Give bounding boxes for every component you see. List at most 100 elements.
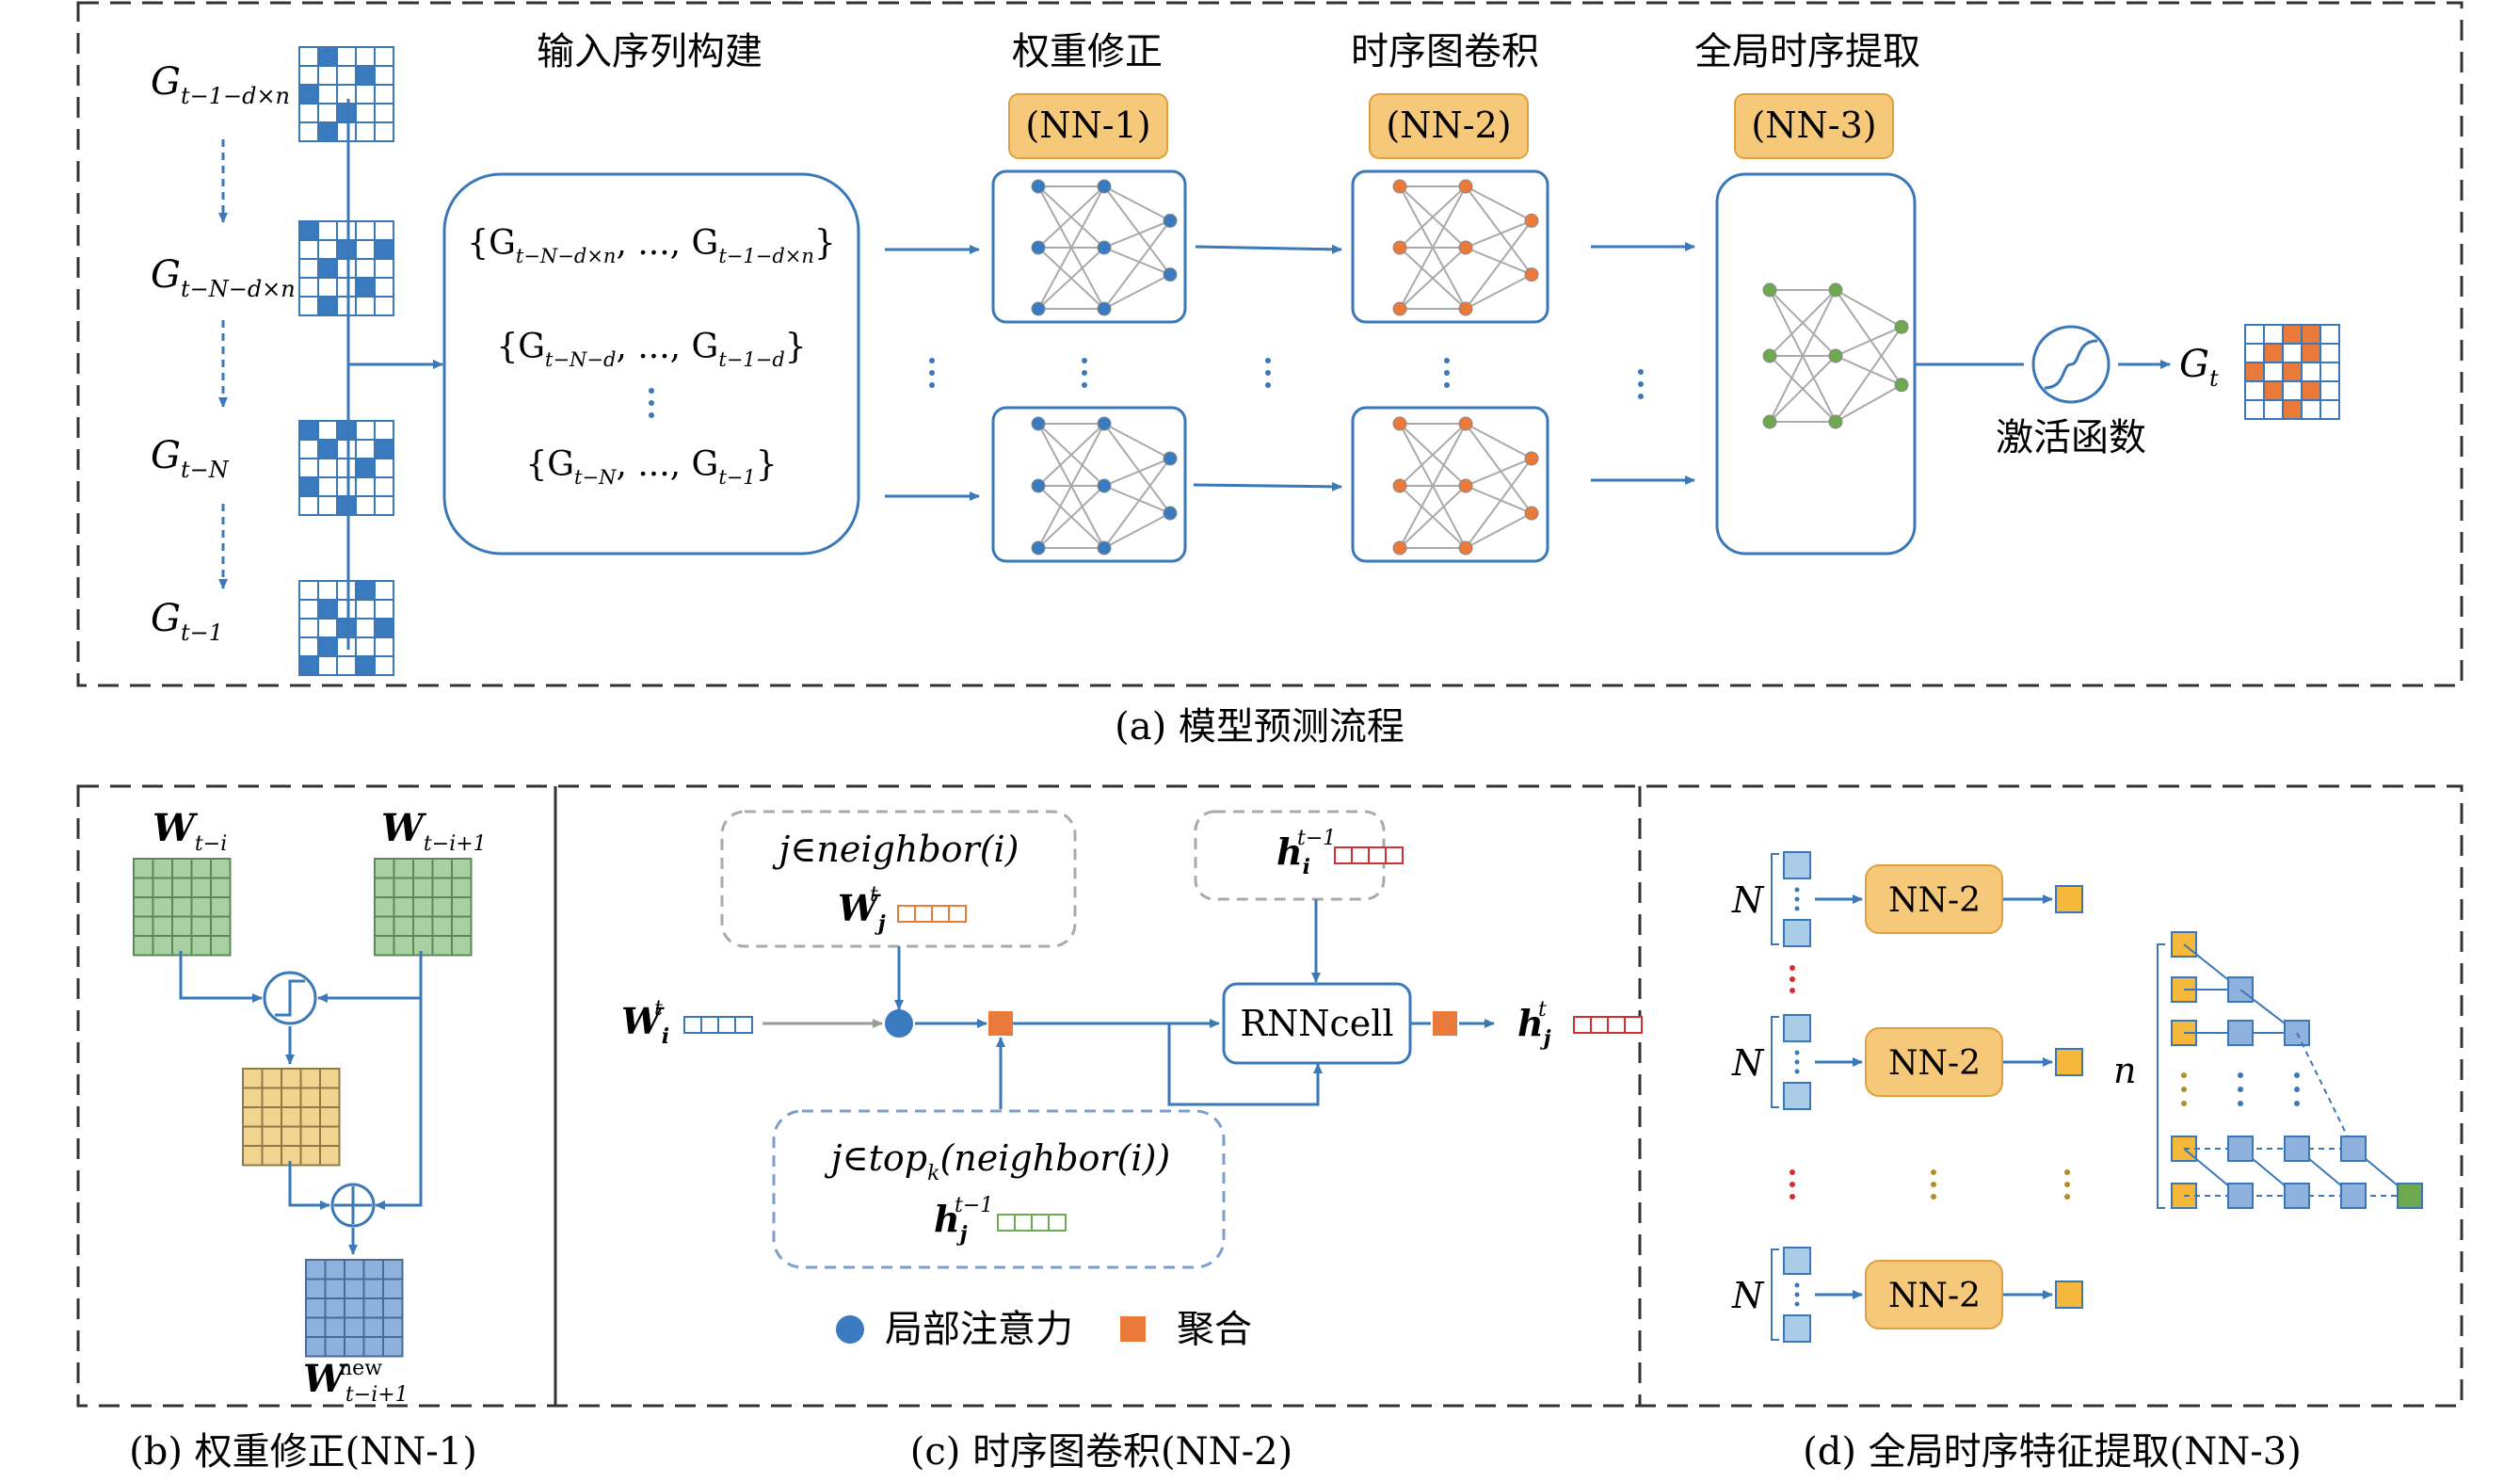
network-edge bbox=[1465, 185, 1533, 222]
vector-cell bbox=[948, 905, 967, 923]
sequence-line-2: {Gt−N−d, ..., Gt−1−d} bbox=[496, 328, 806, 371]
vector-cell bbox=[997, 1214, 1016, 1232]
matrix-cell bbox=[355, 277, 376, 298]
network-edge bbox=[1465, 458, 1533, 487]
tree-node bbox=[2227, 1020, 2254, 1046]
matrix-cell bbox=[298, 636, 319, 657]
row-ellipsis-dot bbox=[1794, 896, 1800, 902]
network-edge bbox=[1103, 185, 1171, 276]
graph-label-3: Gt−N bbox=[151, 434, 230, 483]
matrix-cell bbox=[133, 896, 154, 918]
matrix-cell bbox=[355, 476, 376, 497]
matrix-cell bbox=[374, 476, 394, 497]
matrix-cell bbox=[298, 84, 319, 105]
matrix-cell bbox=[374, 277, 394, 298]
tree-root bbox=[2397, 1183, 2423, 1209]
tree-node bbox=[2340, 1183, 2367, 1209]
vector-cell bbox=[1385, 846, 1404, 864]
network-edge bbox=[1103, 219, 1171, 310]
network-edge bbox=[1399, 185, 1467, 249]
network-edge bbox=[1835, 355, 1902, 386]
title-temporal-gcn: 时序图卷积 bbox=[1351, 30, 1539, 73]
panel-d-ellipsis-dot bbox=[1931, 1194, 1936, 1200]
legend-attention-label: 局部注意力 bbox=[885, 1308, 1073, 1351]
matrix-cell bbox=[317, 458, 338, 478]
network-node bbox=[1097, 416, 1112, 431]
matrix-cell bbox=[355, 655, 376, 676]
matrix-cell bbox=[133, 877, 154, 898]
matrix-cell bbox=[355, 599, 376, 620]
row-input-bottom bbox=[1783, 1314, 1811, 1343]
matrix-cell bbox=[171, 877, 193, 898]
network-node bbox=[1524, 267, 1539, 282]
matrix-cell bbox=[2301, 380, 2321, 401]
graph-label-4: Gt−1 bbox=[151, 597, 223, 646]
network-edge bbox=[1465, 247, 1533, 276]
network-edge bbox=[1037, 485, 1105, 549]
network-node bbox=[1163, 267, 1178, 282]
matrix-cell bbox=[2319, 362, 2340, 382]
matrix-cell bbox=[298, 580, 319, 601]
matrix-cell bbox=[171, 858, 193, 879]
matrix-cell bbox=[355, 121, 376, 142]
vector-cell bbox=[1368, 846, 1387, 864]
nn1-badge-label: (NN-1) bbox=[1025, 105, 1150, 146]
output-graph-label: Gt bbox=[2179, 343, 2219, 392]
weight-matrix-left bbox=[133, 858, 232, 957]
matrix-cell bbox=[317, 420, 338, 441]
matrix-cell bbox=[261, 1068, 282, 1089]
matrix-cell bbox=[336, 277, 357, 298]
network-node bbox=[1894, 378, 1909, 393]
matrix-cell bbox=[374, 495, 394, 516]
row-input-top bbox=[1783, 851, 1811, 879]
nn2-block-label: NN-2 bbox=[1888, 881, 1981, 920]
vector-cell bbox=[1624, 1016, 1643, 1034]
matrix-cell bbox=[317, 599, 338, 620]
matrix-cell bbox=[242, 1145, 264, 1167]
row-output bbox=[2055, 885, 2083, 913]
nn2-network-bottom bbox=[1392, 416, 1539, 556]
matrix-cell bbox=[2282, 343, 2303, 363]
adjacency-matrix-3 bbox=[298, 420, 394, 516]
tree-node bbox=[2227, 1136, 2254, 1162]
matrix-cell bbox=[281, 1106, 302, 1128]
matrix-cell bbox=[374, 655, 394, 676]
tree-bracket bbox=[2157, 943, 2165, 1209]
matrix-cell bbox=[336, 296, 357, 316]
nn1-badge bbox=[1008, 93, 1168, 159]
network-edge bbox=[1399, 423, 1467, 487]
network-node bbox=[1458, 540, 1473, 556]
matrix-cell bbox=[2263, 399, 2284, 420]
matrix-cell bbox=[2263, 324, 2284, 345]
matrix-cell bbox=[298, 296, 319, 316]
matrix-cell bbox=[382, 1259, 404, 1281]
matrix-cell bbox=[317, 439, 338, 459]
matrix-cell bbox=[298, 65, 319, 86]
title-weight-correction: 权重修正 bbox=[1012, 30, 1163, 73]
nn1-network-top bbox=[1031, 179, 1178, 316]
row-ellipses bbox=[929, 358, 1644, 399]
matrices-connector bbox=[346, 99, 443, 650]
vector-cell bbox=[700, 1016, 719, 1034]
matrix-cell bbox=[355, 46, 376, 67]
w-i-sup: t bbox=[654, 997, 663, 1021]
matrix-cell bbox=[2301, 399, 2321, 420]
matrix-cell bbox=[319, 1145, 341, 1167]
matrix-cell bbox=[2282, 324, 2303, 345]
matrix-cell bbox=[336, 476, 357, 497]
network-node bbox=[1031, 179, 1046, 194]
matrix-cell bbox=[2301, 362, 2321, 382]
matrix-cell bbox=[261, 1125, 282, 1147]
matrix-cell bbox=[298, 439, 319, 459]
panel-a-frame bbox=[76, 1, 2464, 687]
matrix-cell bbox=[336, 599, 357, 620]
network-node bbox=[1097, 179, 1112, 194]
matrix-cell bbox=[412, 935, 434, 957]
matrix-cell bbox=[324, 1278, 345, 1299]
matrix-cell bbox=[362, 1316, 384, 1338]
network-edge bbox=[1103, 458, 1171, 549]
matrix-cell bbox=[324, 1297, 345, 1319]
matrix-cell bbox=[261, 1145, 282, 1167]
matrix-cell bbox=[2319, 399, 2340, 420]
